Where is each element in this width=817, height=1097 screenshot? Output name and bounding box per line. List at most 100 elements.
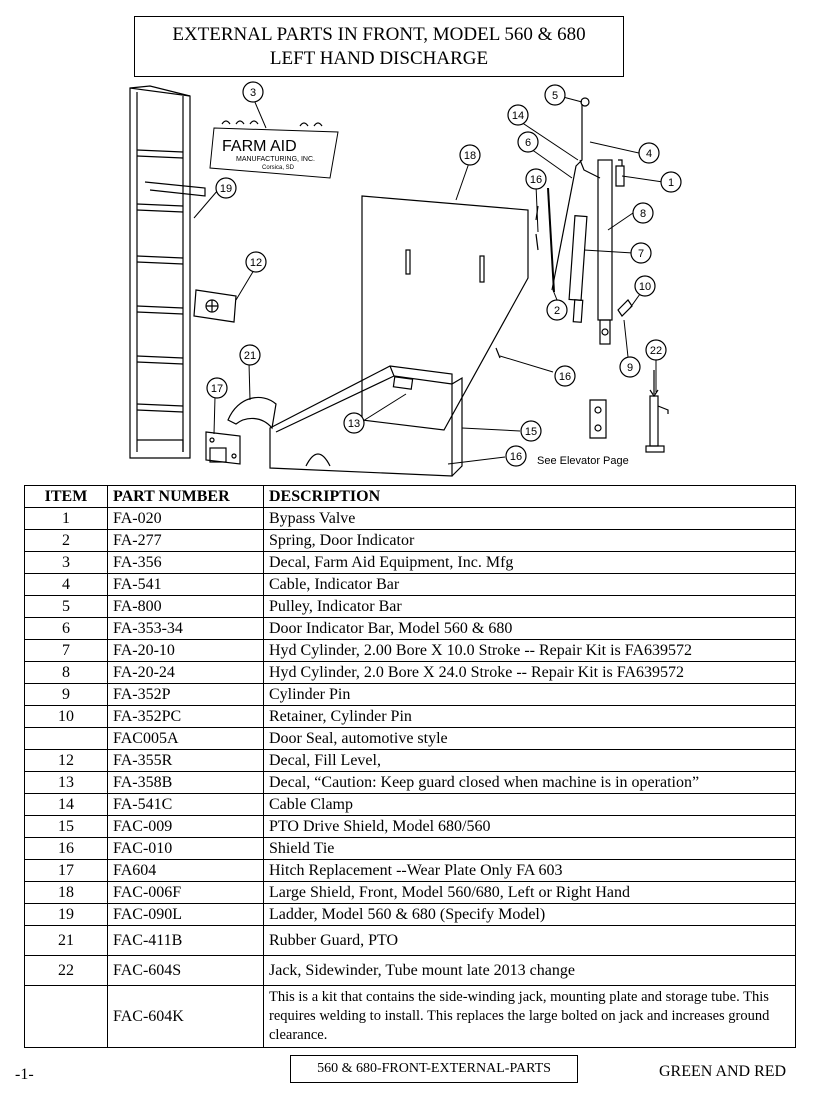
svg-text:9: 9 — [627, 362, 633, 374]
description-cell: Decal, Fill Level, — [263, 749, 796, 772]
callout-22: 22 — [645, 339, 667, 361]
svg-text:6: 6 — [525, 137, 531, 149]
svg-text:21: 21 — [244, 350, 256, 362]
part-number-cell: FA-020 — [107, 507, 264, 530]
description-cell: Ladder, Model 560 & 680 (Specify Model) — [263, 903, 796, 926]
part-number-cell: FA-541C — [107, 793, 264, 816]
header-description: DESCRIPTION — [263, 485, 796, 508]
parts-diagram: FARM AID MANUFACTURING, INC. Corsica, SD — [129, 81, 682, 477]
callouts: 3 5 14 6 4 1 18 16 19 8 7 12 10 2 21 16 … — [206, 81, 682, 467]
svg-text:10: 10 — [639, 281, 651, 293]
svg-text:16: 16 — [559, 371, 571, 383]
description-cell: PTO Drive Shield, Model 680/560 — [263, 815, 796, 838]
callout-5: 5 — [544, 84, 566, 106]
description-cell: Hitch Replacement --Wear Plate Only FA 6… — [263, 859, 796, 882]
hitch-plate-drawing — [205, 431, 241, 465]
header-part-number: PART NUMBER — [107, 485, 264, 508]
callout-13: 13 — [343, 412, 365, 434]
item-cell: 6 — [24, 617, 108, 640]
callout-18: 18 — [459, 144, 481, 166]
part-number-cell: FA-277 — [107, 529, 264, 552]
callout-8: 8 — [632, 202, 654, 224]
item-cell: 18 — [24, 881, 108, 904]
title-line-1: EXTERNAL PARTS IN FRONT, MODEL 560 & 680 — [172, 24, 586, 45]
header-item: ITEM — [24, 485, 108, 508]
item-cell: 9 — [24, 683, 108, 706]
part-number-cell: FAC005A — [107, 727, 264, 750]
page-number: -1- — [15, 1066, 34, 1083]
svg-text:1: 1 — [668, 177, 674, 189]
svg-text:19: 19 — [220, 183, 232, 195]
item-cell: 4 — [24, 573, 108, 596]
item-cell: 19 — [24, 903, 108, 926]
item-cell: 2 — [24, 529, 108, 552]
item-cell: 8 — [24, 661, 108, 684]
svg-text:15: 15 — [525, 426, 537, 438]
part-number-cell: FA-800 — [107, 595, 264, 618]
callout-16c: 16 — [505, 445, 527, 467]
item-cell: 17 — [24, 859, 108, 882]
svg-text:18: 18 — [464, 150, 476, 162]
svg-text:4: 4 — [646, 148, 652, 160]
description-cell: Spring, Door Indicator — [263, 529, 796, 552]
item-cell: 13 — [24, 771, 108, 794]
farm-aid-decal-drawing: FARM AID MANUFACTURING, INC. Corsica, SD — [209, 120, 339, 179]
callout-7: 7 — [630, 242, 652, 264]
callout-21: 21 — [239, 344, 261, 366]
part-number-cell: FAC-090L — [107, 903, 264, 926]
svg-text:2: 2 — [554, 305, 560, 317]
pto-shield-drawing — [269, 365, 463, 477]
part-number-cell: FA-20-24 — [107, 661, 264, 684]
svg-text:14: 14 — [512, 110, 524, 122]
part-number-cell: FA-352P — [107, 683, 264, 706]
description-cell: Cylinder Pin — [263, 683, 796, 706]
part-number-cell: FAC-604K — [107, 985, 264, 1048]
description-cell: Hyd Cylinder, 2.0 Bore X 24.0 Stroke -- … — [263, 661, 796, 684]
item-cell: 7 — [24, 639, 108, 662]
item-cell: 16 — [24, 837, 108, 860]
part-number-cell: FA-352PC — [107, 705, 264, 728]
part-number-cell: FAC-604S — [107, 955, 264, 986]
decal-logo-line-1: FARM AID — [222, 138, 297, 155]
part-number-cell: FAC-010 — [107, 837, 264, 860]
part-number-cell: FA-541 — [107, 573, 264, 596]
part-number-cell: FA604 — [107, 859, 264, 882]
item-cell: 21 — [24, 925, 108, 956]
item-cell: 5 — [24, 595, 108, 618]
description-cell: Shield Tie — [263, 837, 796, 860]
jack-drawing — [645, 370, 669, 453]
decal-logo-line-3: Corsica, SD — [262, 165, 295, 171]
svg-text:22: 22 — [650, 345, 662, 357]
table-header-row: ITEM PART NUMBER DESCRIPTION — [24, 485, 796, 508]
callout-2: 2 — [546, 299, 568, 321]
item-cell: 14 — [24, 793, 108, 816]
callout-17: 17 — [206, 377, 228, 399]
description-cell: Door Indicator Bar, Model 560 & 680 — [263, 617, 796, 640]
indicator-assembly-drawing — [495, 97, 633, 359]
description-cell: Jack, Sidewinder, Tube mount late 2013 c… — [263, 955, 796, 986]
svg-text:5: 5 — [552, 90, 558, 102]
svg-text:17: 17 — [211, 383, 223, 395]
callout-10: 10 — [634, 275, 656, 297]
description-cell: Decal, Farm Aid Equipment, Inc. Mfg — [263, 551, 796, 574]
part-number-cell: FA-356 — [107, 551, 264, 574]
rubber-guard-drawing — [227, 396, 277, 430]
